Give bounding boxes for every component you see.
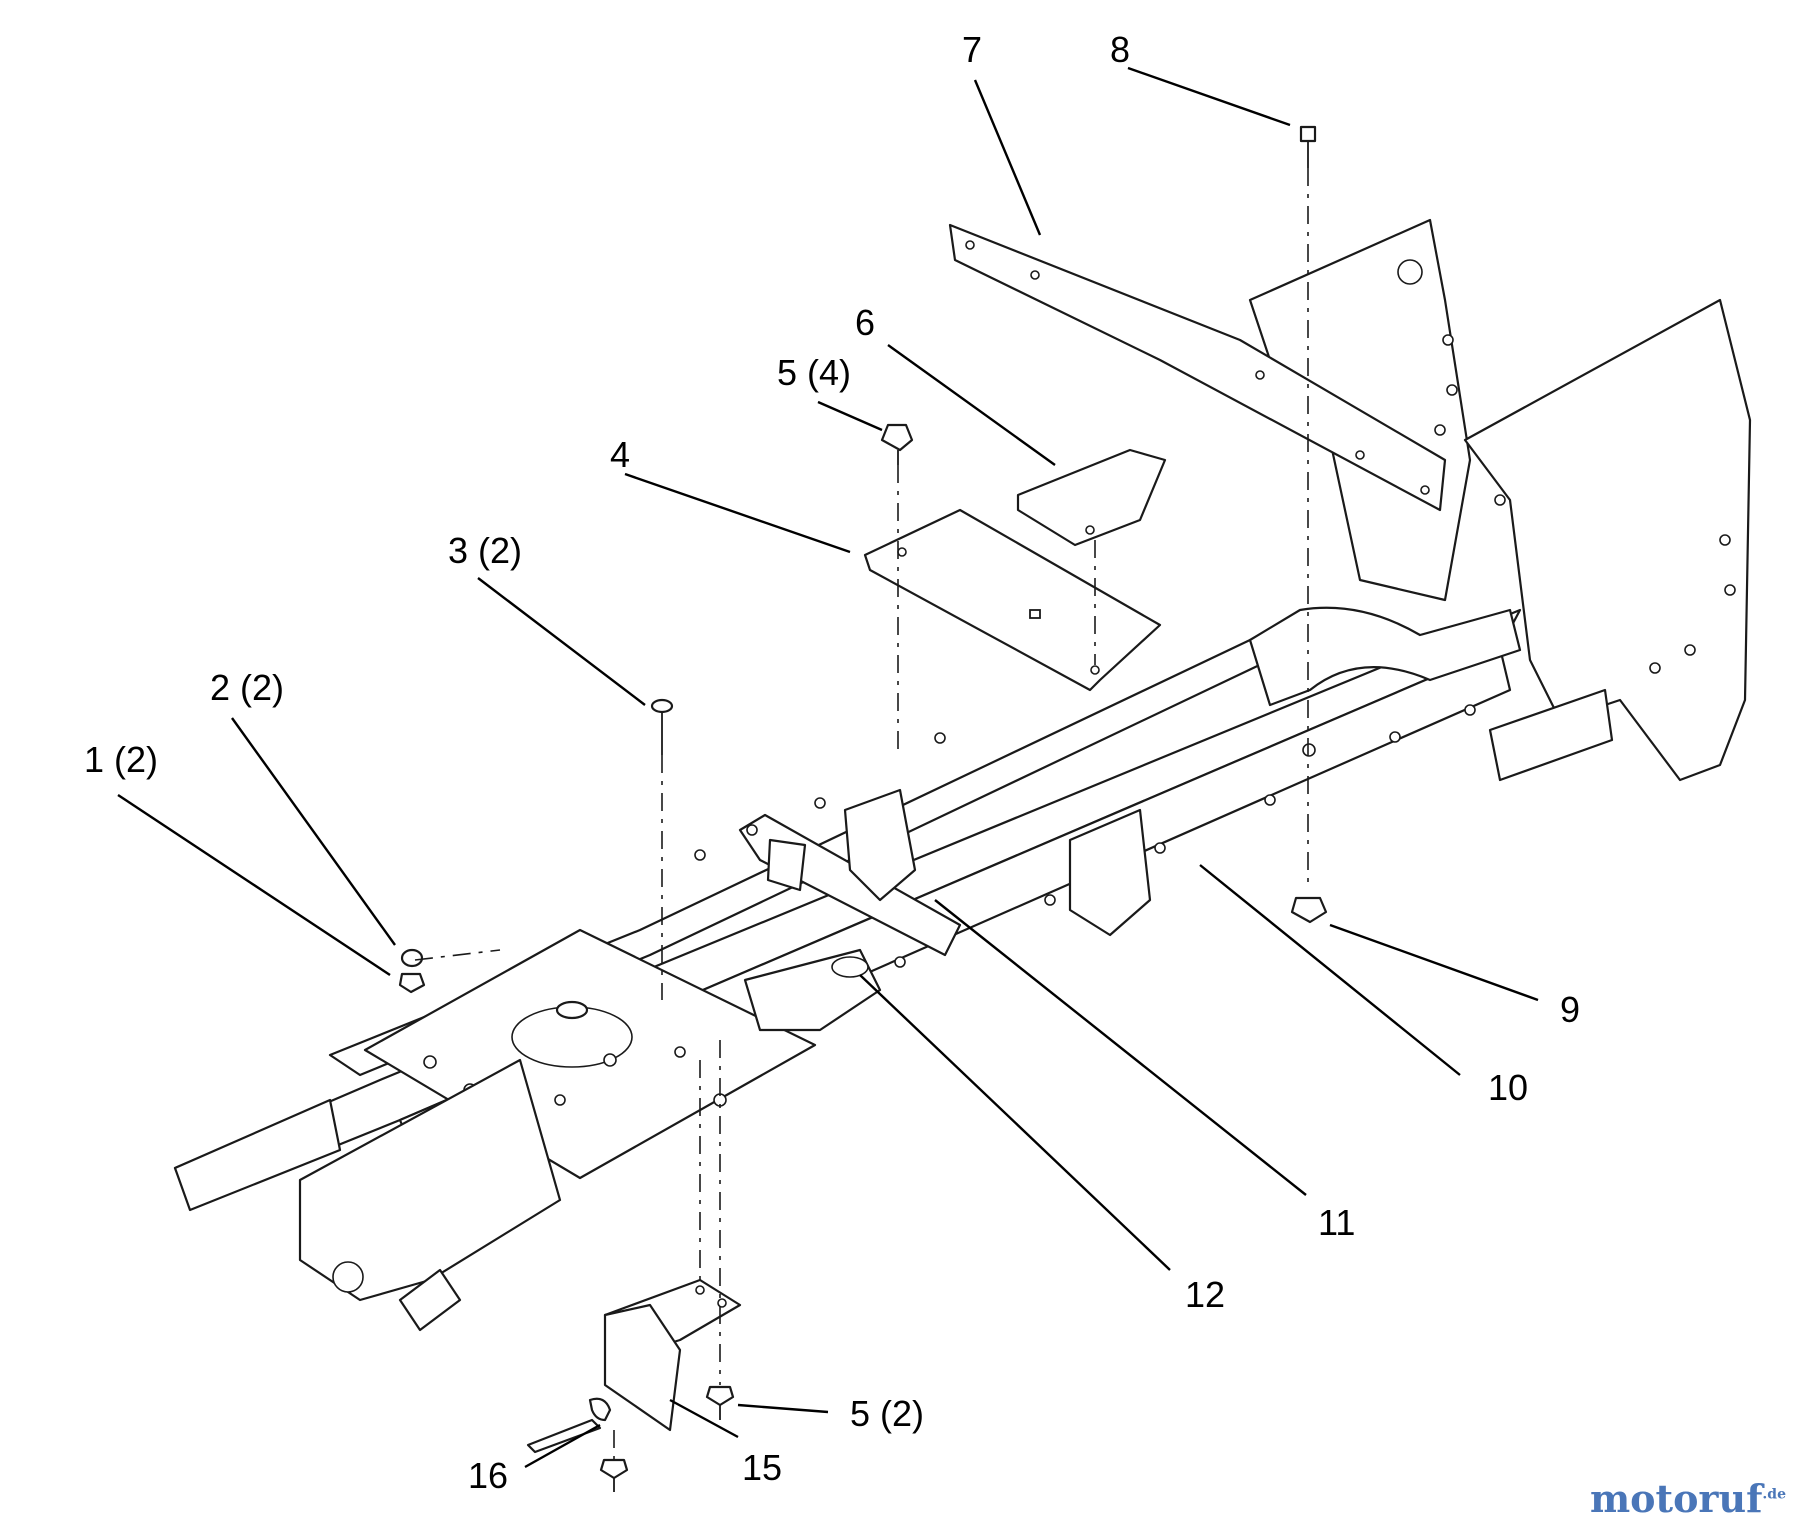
callout-3: 3 (2) bbox=[448, 530, 522, 571]
callout-1: 1 (2) bbox=[84, 739, 158, 780]
callout-10: 10 bbox=[1488, 1067, 1528, 1108]
leader-3 bbox=[477, 577, 646, 706]
callout-4: 4 bbox=[610, 434, 630, 475]
upright-holes bbox=[1434, 334, 1736, 674]
part-11-pivot-bracket bbox=[738, 788, 962, 957]
callout-16: 16 bbox=[468, 1455, 508, 1496]
hardware bbox=[398, 125, 1328, 1492]
leader-2 bbox=[231, 717, 396, 946]
callout-5a: 5 (4) bbox=[777, 352, 851, 393]
leader-11 bbox=[934, 899, 1307, 1196]
part-6-bracket bbox=[1016, 448, 1167, 547]
leader-1 bbox=[117, 793, 391, 977]
part-7-cross-bar bbox=[948, 223, 1447, 512]
callout-15: 15 bbox=[742, 1447, 782, 1488]
leader-6 bbox=[887, 344, 1056, 466]
callout-labels: 1 (2) 2 (2) 3 (2) 4 5 (4) 5 (2) 6 7 8 9 … bbox=[84, 29, 1580, 1496]
leader-lines bbox=[117, 66, 1539, 1469]
callout-5b: 5 (2) bbox=[850, 1393, 924, 1434]
leader-5a bbox=[817, 400, 883, 432]
callout-7: 7 bbox=[962, 29, 982, 70]
part-15-lower-bracket bbox=[603, 1278, 742, 1432]
callout-9: 9 bbox=[1560, 989, 1580, 1030]
main-frame bbox=[173, 218, 1752, 1332]
leader-16 bbox=[524, 1423, 601, 1469]
callout-8: 8 bbox=[1110, 29, 1130, 70]
part-4-bracket bbox=[863, 508, 1162, 692]
leader-8 bbox=[1127, 66, 1291, 127]
leader-12 bbox=[859, 974, 1171, 1271]
callout-11: 11 bbox=[1318, 1202, 1355, 1243]
leader-10 bbox=[1199, 864, 1461, 1076]
watermark-logo: motoruf.de bbox=[1590, 1476, 1786, 1521]
watermark-tld: .de bbox=[1762, 1486, 1786, 1503]
assembly-axes bbox=[414, 168, 1309, 1460]
callout-12: 12 bbox=[1185, 1274, 1225, 1315]
part-12-center-brace bbox=[743, 948, 882, 1032]
leader-15 bbox=[669, 1398, 739, 1439]
leader-5b bbox=[737, 1403, 829, 1414]
callout-2: 2 (2) bbox=[210, 667, 284, 708]
leader-7 bbox=[973, 79, 1042, 236]
watermark-brand: motoruf bbox=[1589, 1476, 1763, 1521]
leader-4 bbox=[624, 472, 851, 554]
callout-6: 6 bbox=[855, 302, 875, 343]
leader-9 bbox=[1329, 923, 1539, 1002]
